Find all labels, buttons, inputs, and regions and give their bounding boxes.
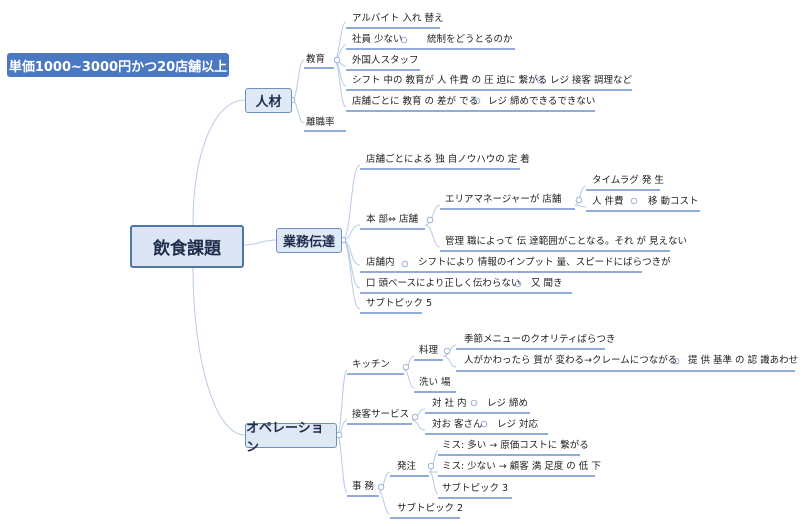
topic-jimu[interactable]: 事 務 <box>352 481 375 492</box>
topic-rejijime-dekiru[interactable]: レジ 締めできるできない <box>488 96 596 107</box>
topic-ryouri[interactable]: 料理 <box>419 345 439 356</box>
topic-kotou[interactable]: 口 頭ベースにより正しく伝わらない <box>366 278 521 289</box>
topic-shift-jouhou[interactable]: シフトにより 情報のインプット 量、スピードにばらつきが <box>418 257 671 268</box>
topic-tenpogoto-sa[interactable]: 店舗ごとに 教育 の 差が でる <box>352 96 479 107</box>
topic-jinkenhi[interactable]: 人 件費 <box>592 196 624 207</box>
topic-honbu-tenpo[interactable]: 本 部⇔ 店舗 <box>366 214 418 225</box>
topic-taiokyaku[interactable]: 対お 客さん <box>432 419 483 430</box>
topic-subtopic-2[interactable]: サブトピック 2 <box>397 503 464 514</box>
root-topic[interactable]: 飲食課題 <box>130 225 244 268</box>
topic-kyoiku[interactable]: 教育 <box>306 54 326 65</box>
topic-miss-sukunai[interactable]: ミス: 少ない → 顧客 満 足度 の 低 下 <box>442 461 601 472</box>
branch-jinzai[interactable]: 人材 <box>245 88 292 113</box>
topic-idou-cost[interactable]: 移 動コスト <box>648 196 699 207</box>
topic-subtopic-3[interactable]: サブトピック 3 <box>442 483 509 494</box>
topic-area-manager[interactable]: エリアマネージャーが 店舗 <box>445 194 562 205</box>
topic-reji-taiou[interactable]: レジ 対応 <box>497 419 539 430</box>
topic-araiba[interactable]: 洗い 場 <box>419 377 451 388</box>
topic-dokuji-knowhow[interactable]: 店舗ごとによる 独 自ノウハウの 定 着 <box>366 154 530 165</box>
topic-taishanai[interactable]: 対 社 内 <box>432 398 467 409</box>
topic-kanrishoku[interactable]: 管理 職によって 伝 達範囲がことなる。それ が 見えない <box>445 236 688 247</box>
topic-reji-sekkyaku[interactable]: レジ 接客 調理など <box>550 75 633 86</box>
topic-rejijime[interactable]: レジ 締め <box>487 398 529 409</box>
topic-kisetsu-menu[interactable]: 季節メニューのクオリティばらつき <box>464 334 616 345</box>
topic-sekkyaku-service[interactable]: 接客サービス <box>352 409 410 420</box>
topic-hito-kawaru[interactable]: 人がかわったら 質が 変わる→クレームにつながる <box>464 355 678 366</box>
topic-arubaito[interactable]: アルバイト 入れ 替え <box>352 13 444 24</box>
topic-teikyou-kijun[interactable]: 提 供 基準 の 認 識あわせ <box>688 355 799 366</box>
topic-tousei[interactable]: 統制をどうとるのか <box>427 34 513 45</box>
topic-miss-ooi[interactable]: ミス: 多い → 原価コストに 繋がる <box>442 440 589 451</box>
topic-matagiki[interactable]: 又 聞き <box>531 278 563 289</box>
branch-operation[interactable]: オペレーション <box>245 421 337 455</box>
floating-topic[interactable]: 単価1000~3000円かつ20店舗以上 <box>7 53 229 77</box>
branch-gyomu-dentatsu[interactable]: 業務伝達 <box>276 228 342 253</box>
topic-kitchen[interactable]: キッチン <box>352 359 391 370</box>
topic-tenponai[interactable]: 店舗内 <box>366 257 395 268</box>
topic-gaikokujin[interactable]: 外国人スタッフ <box>352 55 419 66</box>
topic-shift-kyoiku[interactable]: シフト 中の 教育が 人 件費 の 圧 迫に 繋がる <box>352 75 548 86</box>
topic-hacchu[interactable]: 発注 <box>397 461 417 472</box>
topic-subtopic-5[interactable]: サブトピック 5 <box>366 298 433 309</box>
topic-timelag[interactable]: タイムラグ 発 生 <box>592 175 664 186</box>
topic-shain-sukunai[interactable]: 社員 少ない <box>352 34 403 45</box>
topic-rishoku[interactable]: 離職率 <box>306 117 335 128</box>
